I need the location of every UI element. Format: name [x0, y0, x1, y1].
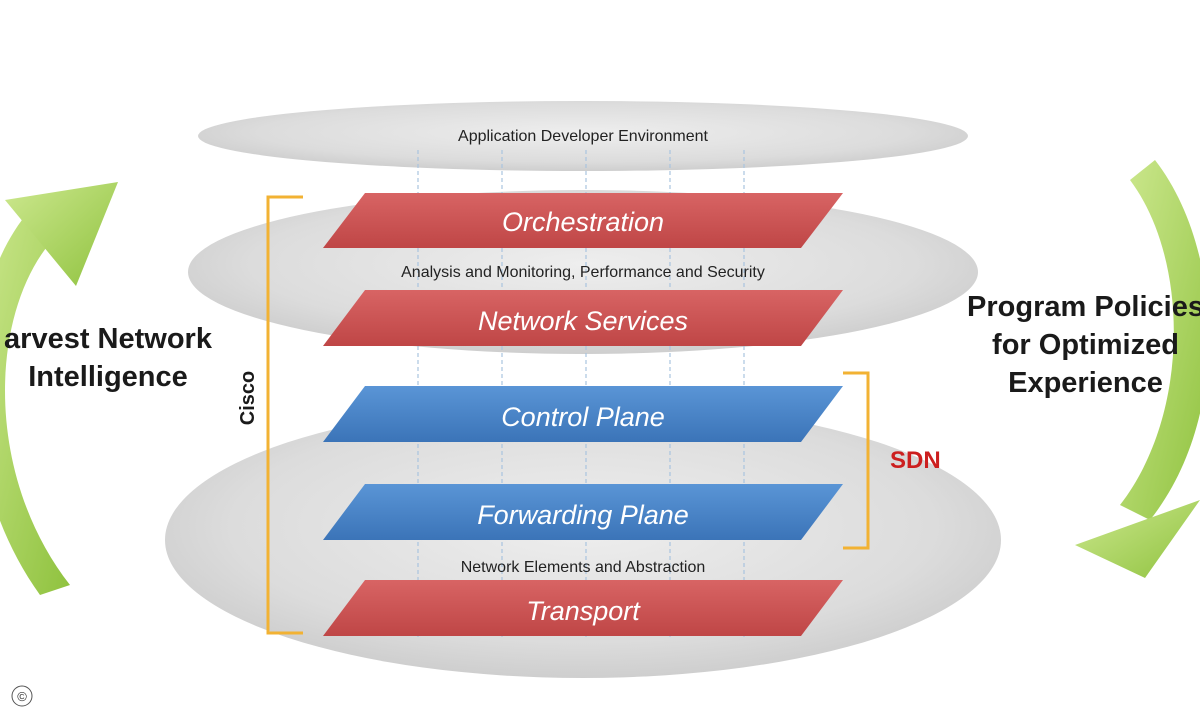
control-plane-layer — [323, 386, 843, 442]
sdn-bracket — [843, 371, 870, 550]
left-caption-line1: arvest Network — [4, 323, 212, 355]
transport-label: Transport — [526, 596, 641, 626]
right-caption-line2: for Optimized — [992, 329, 1179, 361]
analysis-label: Analysis and Monitoring, Performance and… — [401, 264, 765, 281]
copyright-badge — [11, 685, 33, 707]
app-env-label: Application Developer Environment — [458, 128, 708, 145]
left-cycle-arrow — [0, 182, 118, 595]
control-plane-label: Control Plane — [501, 402, 665, 432]
right-cycle-arrow — [1075, 160, 1200, 578]
net-elements-label: Network Elements and Abstraction — [461, 559, 706, 576]
orchestration-label: Orchestration — [502, 207, 664, 237]
cisco-label: Cisco — [237, 371, 259, 425]
network-services-label: Network Services — [478, 306, 688, 336]
right-caption-line3: Experience — [1008, 367, 1163, 399]
orchestration-layer — [323, 193, 843, 248]
forwarding-plane-layer — [323, 484, 843, 540]
app-env-disc — [198, 101, 968, 171]
right-caption: Program Policies for Optimized Experienc… — [963, 288, 1200, 402]
forwarding-plane-label: Forwarding Plane — [477, 500, 689, 530]
copyright-text: © — [17, 689, 27, 704]
right-caption-line1: Program Policies — [967, 291, 1200, 323]
transport-layer — [323, 580, 843, 636]
left-caption-line2: Intelligence — [28, 361, 188, 393]
left-caption: arvest Network Intelligence — [0, 320, 218, 396]
cisco-bracket — [266, 195, 303, 635]
network-services-layer — [323, 290, 843, 346]
sdn-label: SDN — [890, 447, 941, 474]
